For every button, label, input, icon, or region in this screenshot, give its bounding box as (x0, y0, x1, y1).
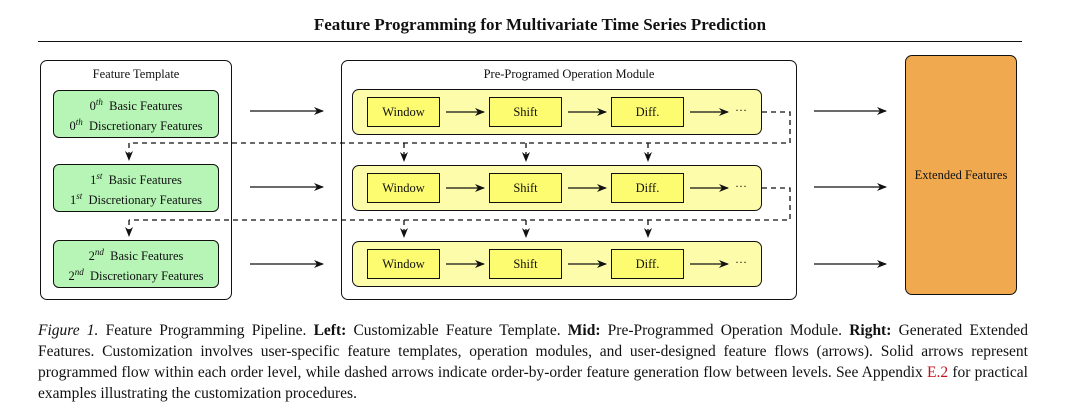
operation-module-label: Pre-Programed Operation Module (483, 67, 655, 81)
appendix-link[interactable]: E.2 (927, 364, 949, 381)
paper-title: Feature Programming for Multivariate Tim… (313, 15, 767, 34)
caption-right-label: Right: (849, 322, 892, 339)
feature-box-order-1: 1st Basic Features 1st Discretionary Fea… (53, 164, 219, 212)
diff-op-0: Diff. (611, 97, 684, 127)
figure-label: Figure 1. (38, 322, 99, 339)
caption-mid-label: Mid: (567, 322, 601, 339)
window-op-2: Window (367, 249, 440, 279)
discretionary-features-0: 0th Discretionary Features (69, 117, 203, 134)
discretionary-features-1: 1st Discretionary Features (69, 191, 203, 208)
basic-features-0: 0th Basic Features (89, 96, 183, 113)
figure-caption: Figure 1. Feature Programming Pipeline. … (38, 322, 1028, 402)
window-op-1: Window (367, 173, 440, 203)
shift-op-2: Shift (489, 249, 562, 279)
shift-op-0: Shift (489, 97, 562, 127)
feature-template-label: Feature Template (92, 67, 180, 81)
caption-left-label: Left: (313, 322, 347, 339)
discretionary-features-2: 2nd Discretionary Features (68, 267, 204, 284)
basic-features-1: 1st Basic Features (90, 170, 182, 187)
basic-features-2: 2nd Basic Features (88, 246, 184, 263)
shift-op-1: Shift (489, 173, 562, 203)
title-rule (38, 41, 1022, 42)
extended-features-box: Extended Features (905, 55, 1017, 295)
diff-op-2: Diff. (611, 249, 684, 279)
feature-box-order-2: 2nd Basic Features 2nd Discretionary Fea… (53, 240, 219, 288)
ellipsis-0: ··· (735, 103, 747, 117)
window-op-0: Window (367, 97, 440, 127)
extended-features-label: Extended Features (914, 167, 1008, 182)
ellipsis-2: ··· (735, 255, 747, 269)
ellipsis-1: ··· (735, 179, 747, 193)
feature-box-order-0: 0th Basic Features 0th Discretionary Fea… (53, 90, 219, 138)
diff-op-1: Diff. (611, 173, 684, 203)
